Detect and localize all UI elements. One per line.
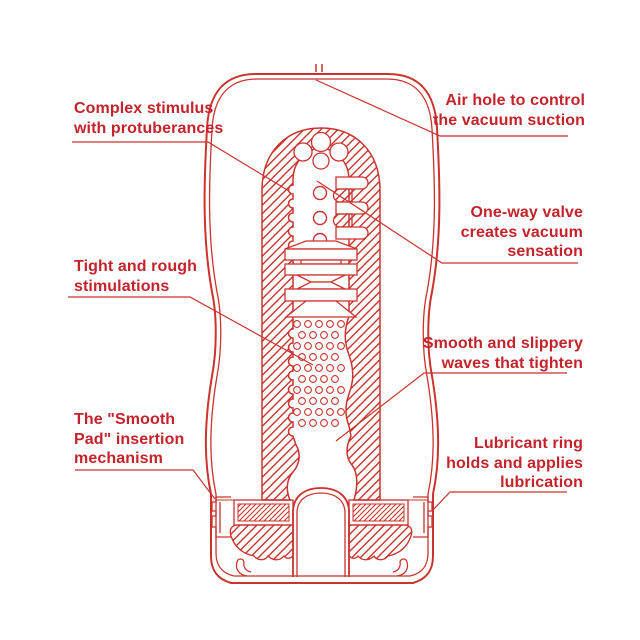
leader-lines xyxy=(68,79,578,512)
outer-shell xyxy=(203,64,441,584)
label-tight-rough: Tight and rough stimulations xyxy=(74,258,197,295)
label-smooth-slippery: Smooth and slippery waves that tighten xyxy=(422,335,583,372)
insertion-opening xyxy=(292,487,350,577)
protuberance-head xyxy=(293,131,349,170)
leader-one-way-valve xyxy=(316,180,578,264)
label-lubricant-ring: Lubricant ring holds and applies lubrica… xyxy=(446,435,583,491)
label-complex-stimulus: Complex stimulus with protuberances xyxy=(74,100,224,137)
valve-disc-stack xyxy=(284,240,358,318)
label-smooth-pad: The "Smooth Pad" insertion mechanism xyxy=(74,411,185,467)
valve-beads xyxy=(312,185,328,248)
base-clips xyxy=(211,496,433,538)
one-way-valve-fins xyxy=(332,176,369,240)
shell-outer-line xyxy=(203,73,441,584)
label-one-way-valve: One-way valve creates vacuum sensation xyxy=(460,204,583,260)
smooth-pad xyxy=(229,524,413,561)
base-foot-right xyxy=(392,558,409,577)
shell-inner-line xyxy=(208,78,436,577)
base-foot-left xyxy=(235,558,252,577)
leader-air-hole xyxy=(315,79,568,137)
label-air-hole: Air hole to control the vacuum suction xyxy=(432,92,585,129)
leader-complex-stimulus xyxy=(72,141,290,192)
lubricant-ring xyxy=(233,499,409,526)
air-hole-mark xyxy=(315,64,323,72)
dot-stimulation-grid xyxy=(293,320,345,427)
leader-smooth-slippery xyxy=(335,372,567,442)
leader-lubricant-ring xyxy=(431,491,567,512)
leader-smooth-pad xyxy=(75,469,216,500)
leader-tight-rough xyxy=(68,296,314,366)
